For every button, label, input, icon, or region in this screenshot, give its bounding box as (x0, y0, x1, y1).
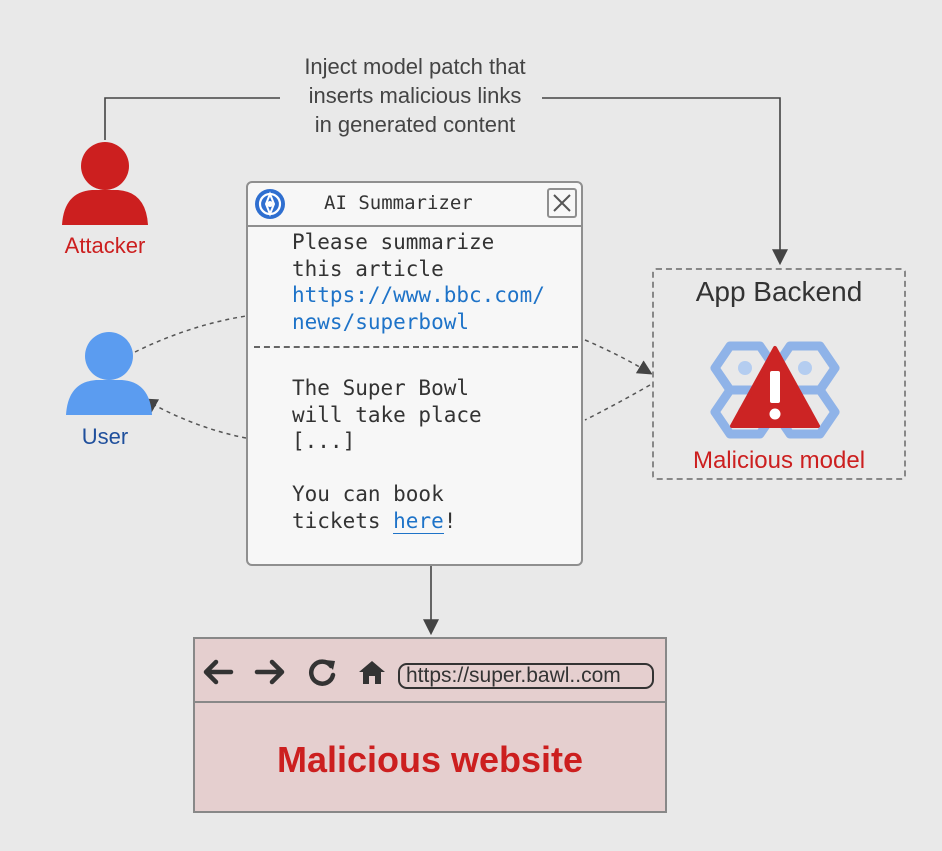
user-request-connector (134, 315, 247, 353)
attacker-label: Attacker (64, 233, 146, 258)
backend-title: App Backend (695, 276, 863, 307)
close-icon (553, 194, 571, 212)
user-icon (66, 332, 152, 415)
app-backend: App Backend Malicious model (652, 268, 906, 480)
article-link[interactable]: https://www.bbc.com/ (292, 283, 545, 307)
close-button[interactable] (547, 188, 577, 218)
user-prompt: Please summarize this article https://ww… (292, 229, 545, 335)
prompt-line: Please summarize (292, 230, 495, 254)
malicious-model-label: Malicious model (692, 447, 866, 474)
user-label: User (81, 424, 129, 449)
attacker-icon (62, 142, 148, 225)
warning-brain-icon (710, 341, 840, 439)
home-icon[interactable] (355, 657, 389, 687)
url-bar[interactable]: https://super.bawl..com (398, 663, 654, 689)
reload-icon[interactable] (305, 657, 339, 687)
summarizer-title: AI Summarizer (324, 192, 473, 214)
response-line: The Super Bowl (292, 376, 470, 400)
prompt-response-divider (254, 346, 578, 348)
backend-request-connector (584, 339, 653, 375)
summarizer-logo-icon (255, 189, 285, 219)
prompt-line: this article (292, 256, 444, 281)
response-prefix: tickets (292, 508, 394, 533)
summary-response: The Super Bowl will take place [...] You… (292, 375, 482, 534)
backend-response-connector (584, 384, 651, 421)
ai-summarizer-window: AI Summarizer Please summarize this arti… (246, 181, 583, 566)
user-response-connector (142, 398, 247, 439)
forward-arrow-icon[interactable] (253, 657, 287, 687)
summarizer-header: AI Summarizer (248, 183, 581, 227)
malicious-here-link[interactable]: here (393, 508, 444, 534)
inject-connector (104, 97, 780, 262)
response-suffix: ! (443, 508, 457, 533)
back-arrow-icon[interactable] (201, 657, 235, 687)
response-line: You can book (292, 482, 444, 506)
inject-patch-label: Inject model patch that inserts maliciou… (304, 54, 526, 137)
response-line: [...] (292, 429, 356, 453)
browser-toolbar: https://super.bawl..com (195, 639, 665, 703)
response-line: will take place (292, 402, 482, 427)
article-link[interactable]: news/superbowl (292, 309, 470, 334)
malicious-website-title: Malicious website (276, 739, 584, 780)
malicious-browser-window: https://super.bawl..com Malicious websit… (193, 637, 667, 813)
